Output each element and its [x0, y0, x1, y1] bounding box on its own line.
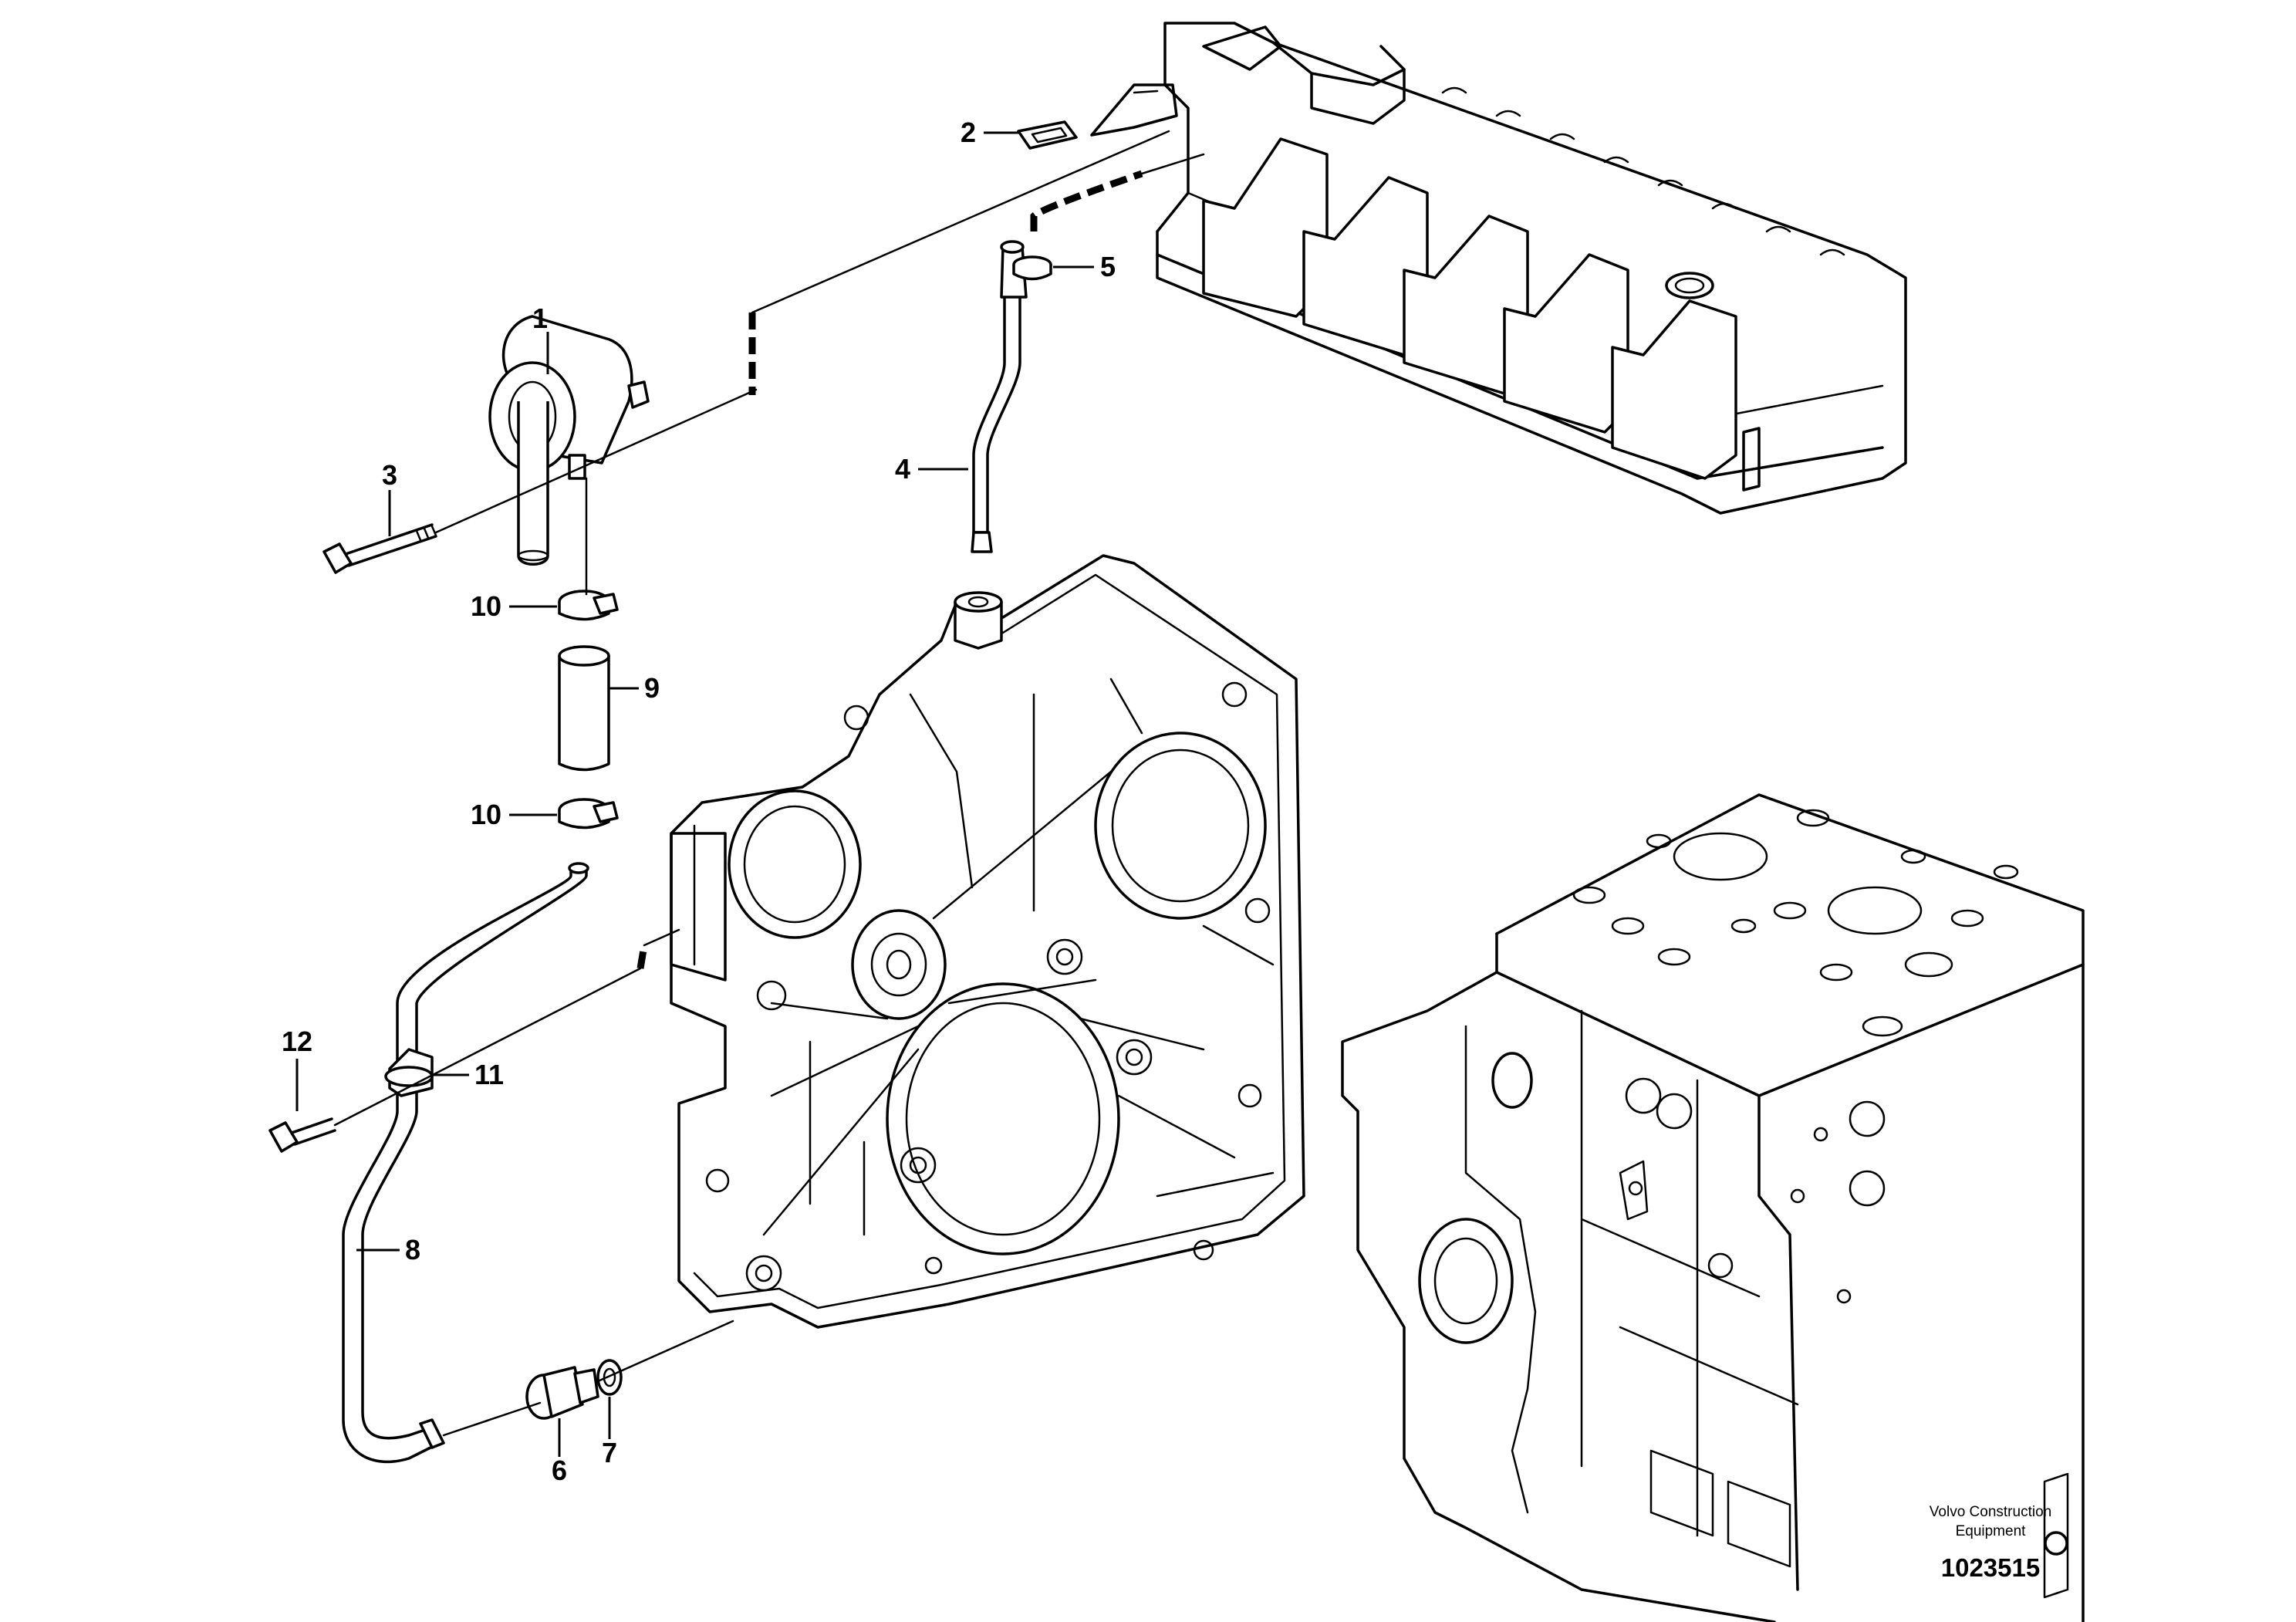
callout-7: 7	[602, 1437, 617, 1468]
part-5-clamp	[1012, 255, 1052, 281]
part-10-clamp-upper	[558, 590, 619, 621]
part-3-bolt	[322, 523, 437, 574]
footer: Volvo Construction Equipment 1023515	[1930, 1504, 2051, 1582]
callout-10-upper: 10	[471, 590, 501, 622]
brand-line-1: Volvo Construction	[1930, 1504, 2051, 1520]
callout-12: 12	[282, 1026, 312, 1057]
callout-3: 3	[382, 459, 397, 491]
callout-8: 8	[405, 1234, 420, 1265]
part-12-bolt	[268, 1117, 336, 1153]
part-1-separator	[488, 315, 650, 566]
callout-9: 9	[644, 672, 660, 704]
reference-number: 1023515	[1941, 1553, 2040, 1582]
part-11-clip	[384, 1048, 434, 1097]
part-8-pipe	[342, 862, 589, 1464]
part-2-gasket	[1017, 83, 1178, 150]
brand-line-2: Equipment	[1956, 1523, 2027, 1539]
part-7-washer	[596, 1359, 623, 1396]
valve-cover	[1156, 22, 1907, 515]
part-10-clamp-lower	[558, 798, 619, 830]
callout-2: 2	[961, 117, 976, 148]
assembly-lines	[333, 130, 1205, 1437]
engine-block	[1341, 793, 2085, 1622]
part-9-hose	[558, 645, 610, 772]
part-4-tube	[971, 240, 1028, 553]
callout-6: 6	[552, 1455, 567, 1486]
callouts: 1 2 3 4 5 6 7 8 9 10 10 11 12	[282, 117, 1116, 1486]
timing-gear-case	[670, 554, 1305, 1329]
callout-4: 4	[895, 453, 910, 485]
callout-10-lower: 10	[471, 799, 501, 830]
callout-1: 1	[532, 302, 548, 334]
callout-5: 5	[1100, 251, 1116, 282]
callout-11: 11	[474, 1059, 504, 1090]
part-6-fitting	[525, 1366, 599, 1420]
